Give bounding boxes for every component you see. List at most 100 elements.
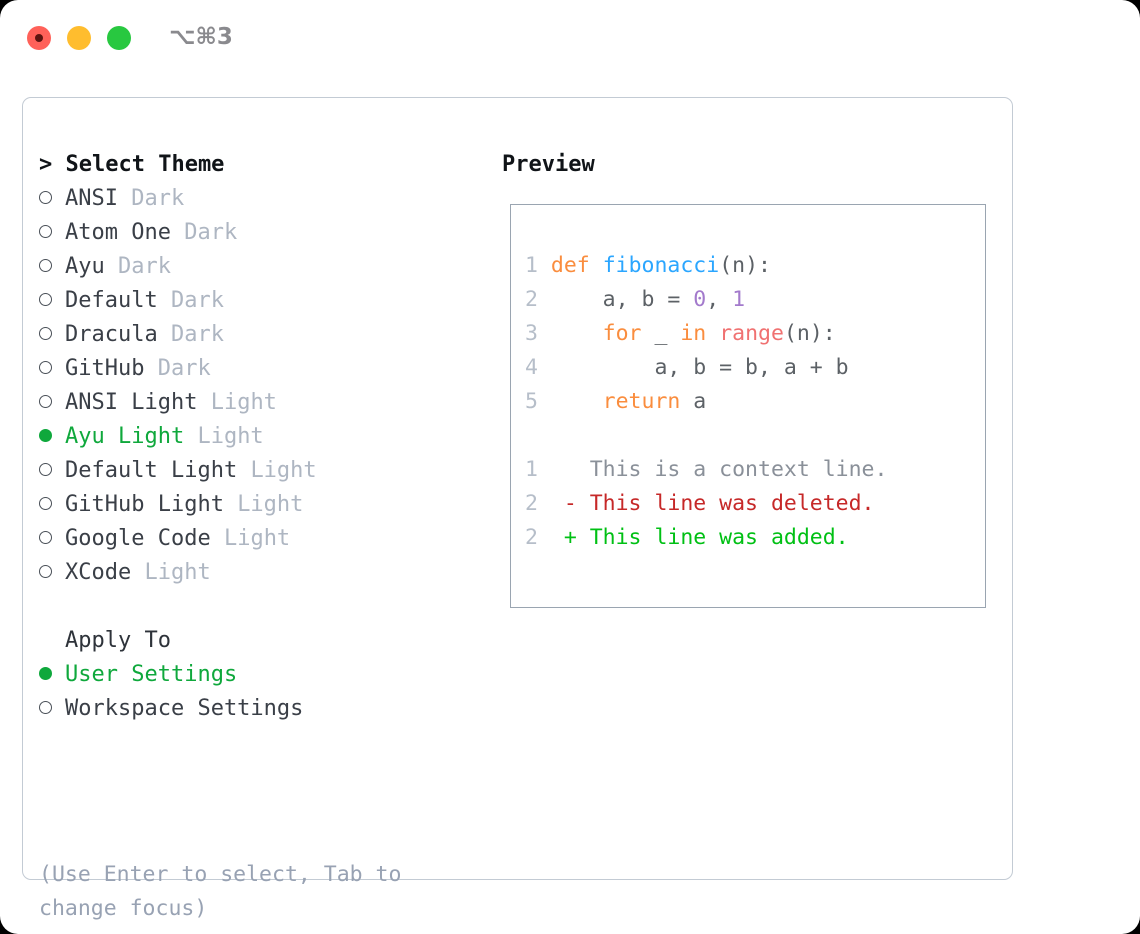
code-token: 0 — [693, 287, 707, 312]
code-token: , — [706, 287, 733, 312]
diff-line-text: + This line was added. — [550, 525, 849, 550]
theme-mode-tag: Light — [223, 526, 291, 551]
keyboard-shortcut-label: ⌥⌘3 — [169, 24, 233, 50]
select-theme-header: > Select Theme — [39, 152, 225, 177]
theme-mode-tag: Light — [144, 560, 211, 585]
theme-list-item[interactable]: Atom One Dark — [39, 216, 499, 250]
theme-list-item[interactable]: GitHub Dark — [39, 352, 499, 386]
line-number: 1 — [525, 253, 551, 278]
theme-list-item[interactable]: Google Code Light — [39, 522, 499, 556]
radio-unselected-icon — [39, 463, 52, 476]
radio-unselected-icon — [39, 701, 52, 714]
radio-selected-icon — [39, 667, 52, 680]
code-line: 1 def fibonacci(n): — [525, 249, 887, 283]
code-token: for — [602, 321, 642, 346]
code-line: 2 a, b = 0, 1 — [525, 283, 887, 317]
code-token: (n): — [783, 321, 836, 346]
code-token: in — [680, 321, 707, 346]
title-bar: ⌥⌘3 — [0, 0, 1140, 78]
apply-to-label: User Settings — [65, 662, 238, 687]
radio-unselected-icon — [39, 361, 52, 374]
code-token: def — [550, 253, 590, 278]
radio-unselected-icon — [39, 191, 52, 204]
code-token — [706, 321, 719, 346]
code-token: 1 — [732, 287, 746, 312]
theme-name: GitHub Light — [65, 492, 238, 517]
code-token: fibonacci — [602, 253, 720, 278]
theme-name: Default Light — [65, 458, 251, 483]
code-token: return — [602, 389, 681, 414]
theme-name: GitHub — [65, 356, 158, 381]
preview-header: Preview — [502, 152, 595, 177]
diff-line: 1 This is a context line. — [525, 453, 887, 487]
theme-list-item[interactable]: Ayu Dark — [39, 250, 499, 284]
radio-unselected-icon — [39, 531, 52, 544]
code-line: 3 for _ in range(n): — [525, 317, 887, 351]
code-line: 5 return a — [525, 385, 887, 419]
theme-list-item[interactable]: XCode Light — [39, 556, 499, 590]
radio-selected-icon — [39, 429, 52, 442]
code-token — [551, 389, 603, 414]
line-number: 3 — [525, 321, 551, 346]
theme-name: Atom One — [65, 220, 185, 245]
theme-mode-tag: Light — [250, 458, 317, 483]
apply-to-label: Workspace Settings — [65, 696, 304, 721]
recording-indicator-icon — [35, 34, 43, 42]
theme-list-item[interactable]: Dracula Dark — [39, 318, 499, 352]
radio-unselected-icon — [39, 497, 52, 510]
theme-name: Ayu — [65, 254, 118, 279]
code-token: a, b = b, a + b — [550, 355, 849, 380]
theme-mode-tag: Dark — [157, 356, 211, 381]
theme-list-item[interactable]: Default Dark — [39, 284, 499, 318]
theme-list-item[interactable]: GitHub Light Light — [39, 488, 499, 522]
radio-unselected-icon — [39, 395, 52, 408]
code-token — [551, 321, 603, 346]
line-number: 5 — [525, 389, 551, 414]
theme-list-item[interactable]: Ayu Light Light — [39, 420, 499, 454]
theme-list-item[interactable]: ANSI Dark — [39, 182, 499, 216]
theme-list-item[interactable]: Default Light Light — [39, 454, 499, 488]
theme-list-item[interactable]: ANSI Light Light — [39, 386, 499, 420]
theme-mode-tag: Dark — [170, 322, 224, 347]
radio-unselected-icon — [39, 293, 52, 306]
code-token: (n): — [719, 253, 771, 278]
theme-name: Default — [65, 288, 171, 313]
theme-mode-tag: Dark — [170, 288, 224, 313]
apply-to-item[interactable]: Workspace Settings — [39, 692, 499, 726]
line-number: 2 — [525, 525, 551, 550]
radio-unselected-icon — [39, 225, 52, 238]
theme-name: XCode — [65, 560, 145, 585]
radio-unselected-icon — [39, 565, 52, 578]
minimize-window-button[interactable] — [67, 26, 91, 50]
theme-name: Ayu Light — [65, 424, 198, 449]
code-token: range — [719, 321, 784, 346]
code-token — [590, 253, 603, 278]
apply-to-header: Apply To — [65, 628, 171, 653]
line-number: 1 — [525, 457, 551, 482]
maximize-window-button[interactable] — [107, 26, 131, 50]
theme-mode-tag: Light — [237, 492, 304, 517]
radio-unselected-icon — [39, 327, 52, 340]
code-line: 4 a, b = b, a + b — [525, 351, 887, 385]
theme-mode-tag: Dark — [184, 220, 238, 245]
theme-mode-tag: Dark — [117, 254, 171, 279]
diff-line: 2 + This line was added. — [525, 521, 887, 555]
theme-name: Google Code — [65, 526, 224, 551]
spacer — [39, 590, 499, 624]
code-token: a — [680, 389, 707, 414]
line-number: 4 — [525, 355, 551, 380]
radio-unselected-icon — [39, 259, 52, 272]
theme-mode-tag: Dark — [131, 186, 185, 211]
theme-name: ANSI Light — [65, 390, 211, 415]
diff-line-text: This is a context line. — [550, 457, 888, 482]
code-token: _ — [641, 321, 681, 346]
line-number: 2 — [525, 287, 551, 312]
keyboard-hint-text: (Use Enter to select, Tab to change focu… — [39, 862, 415, 921]
apply-to-item[interactable]: User Settings — [39, 658, 499, 692]
line-number: 2 — [525, 491, 551, 516]
